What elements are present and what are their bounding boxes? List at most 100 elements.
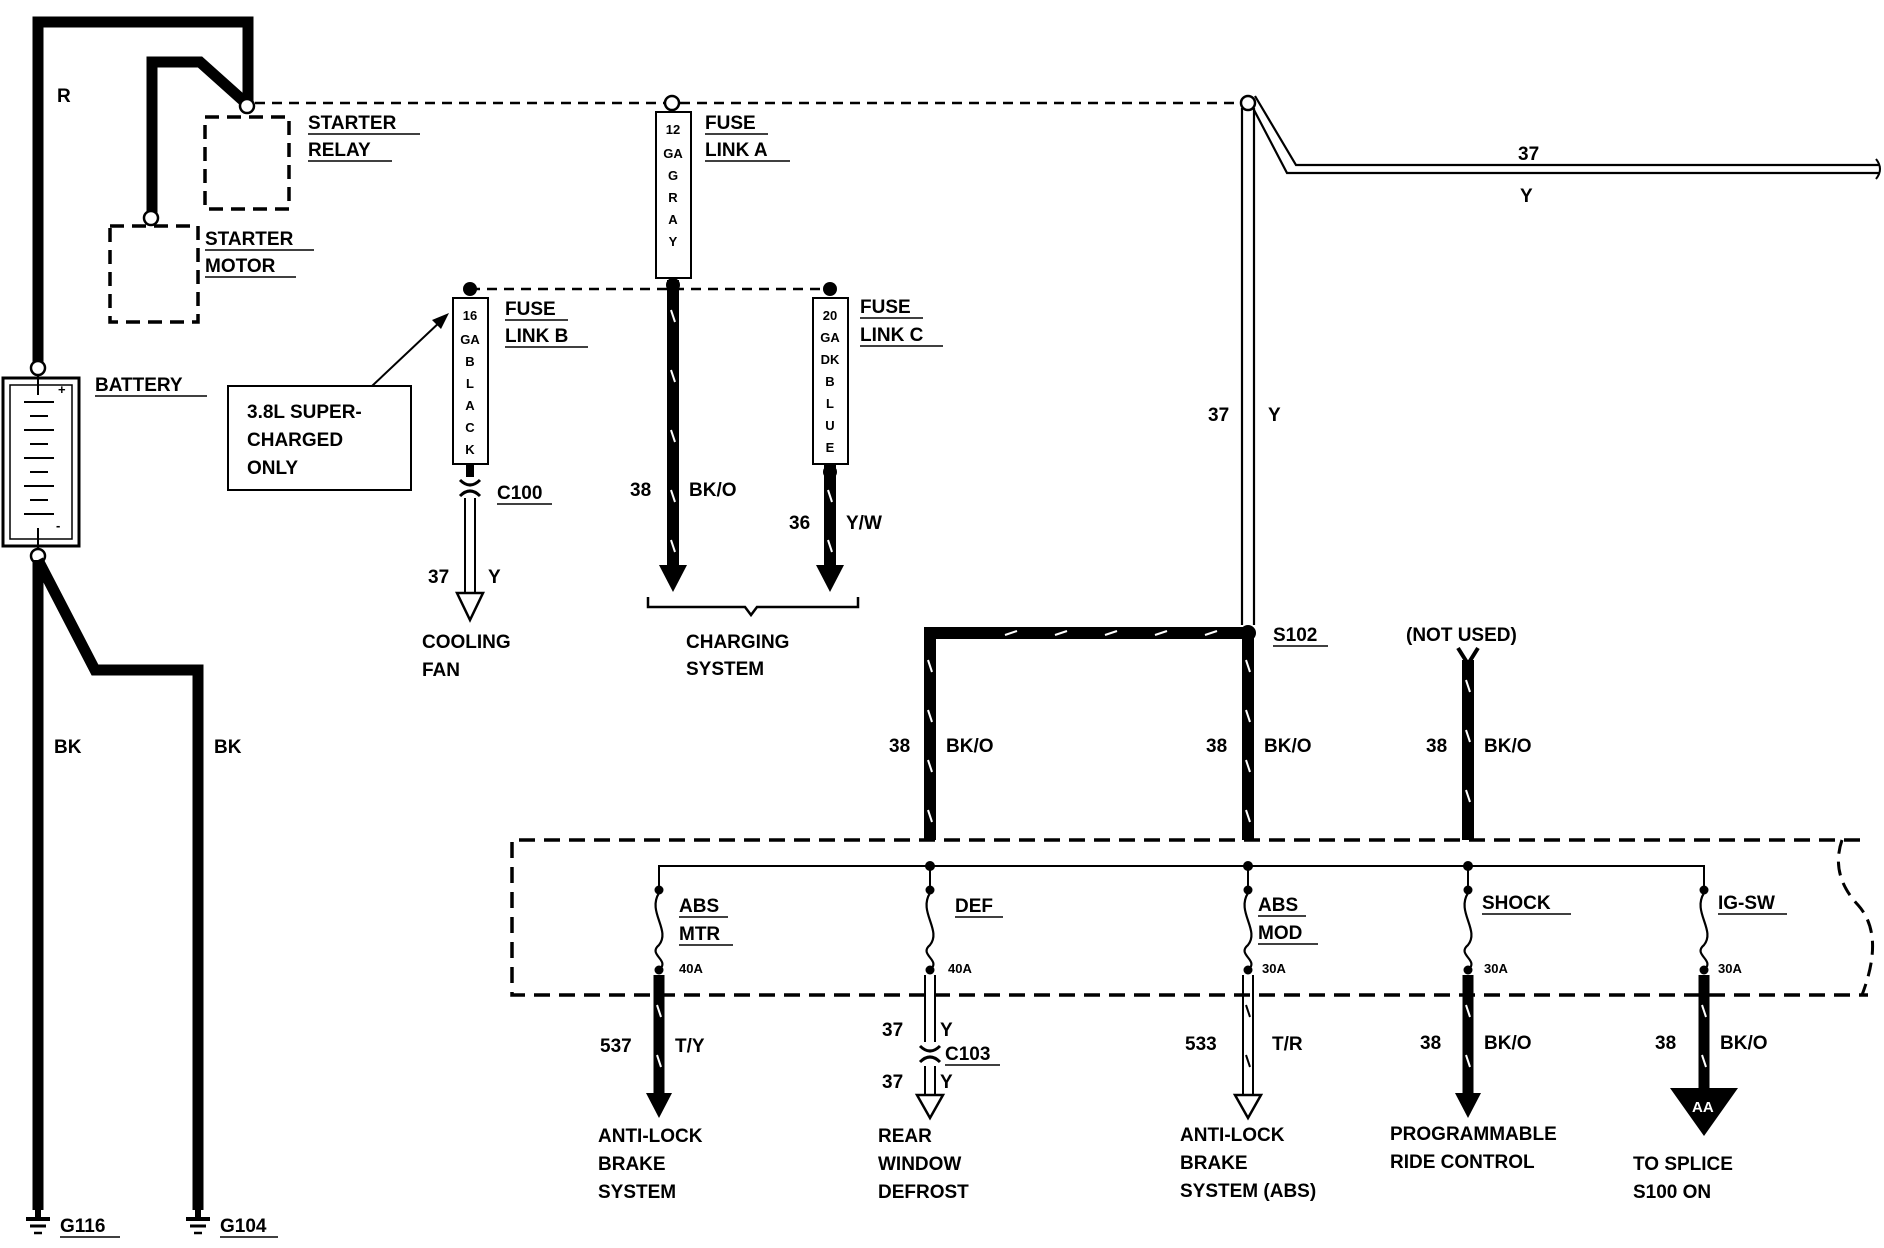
fuse-ig-sw-label: IG-SW — [1718, 893, 1775, 914]
note-leader — [371, 319, 443, 387]
battery-plus-sign: + — [58, 382, 66, 397]
battery-positive-cable — [32, 16, 254, 368]
ride-control-dest-1: PROGRAMMABLE — [1390, 1124, 1557, 1145]
starter-relay-label-1: STARTER — [308, 113, 397, 134]
charging-36-circuit: 36 — [789, 513, 810, 534]
fuse-link-a-label-1: FUSE — [705, 113, 756, 134]
starter-relay-label-2: RELAY — [308, 140, 371, 161]
wire-38-ride-circuit: 38 — [1420, 1033, 1441, 1054]
bus-node-fuse-a — [663, 94, 681, 112]
wire-537-color: T/Y — [675, 1036, 705, 1057]
cooling-fan-arrow — [455, 591, 485, 623]
fuse-abs-mod — [1243, 866, 1253, 975]
note-arrowhead — [432, 313, 449, 329]
fuse-link-b-label-1: FUSE — [505, 299, 556, 320]
svg-text:G: G — [668, 168, 678, 183]
svg-text:R: R — [668, 190, 678, 205]
svg-text:Y: Y — [669, 234, 678, 249]
wire-38-to-def — [924, 627, 1244, 840]
fuse-box — [510, 838, 1868, 997]
wire-37-right — [1252, 107, 1880, 175]
fuse-box-bus — [658, 865, 1705, 890]
starter-relay-terminal — [238, 97, 256, 115]
cooling-fan-circuit: 37 — [428, 567, 449, 588]
fuse-def-label: DEF — [955, 896, 993, 917]
wire-38-def-color: BK/O — [946, 736, 994, 757]
svg-text:U: U — [825, 418, 834, 433]
fuse-link-a-spec: 12 GA G R A Y — [663, 122, 683, 249]
starter-motor — [108, 224, 200, 324]
svg-text:GA: GA — [663, 146, 683, 161]
svg-text:L: L — [826, 396, 834, 411]
fuse-shock-rating: 30A — [1484, 961, 1508, 976]
starter-motor-terminal — [142, 209, 160, 227]
fuse-link-c-label-2: LINK C — [860, 325, 924, 346]
cooling-fan-label-1: COOLING — [422, 632, 511, 653]
bus-node-fuse-c — [823, 282, 837, 296]
cooling-fan-color: Y — [488, 567, 501, 588]
svg-text:A: A — [465, 398, 475, 413]
note-line-1: 3.8L SUPER- — [247, 402, 362, 423]
svg-text:16: 16 — [463, 308, 477, 323]
fuse-link-b — [452, 297, 489, 465]
fuse-shock — [1463, 866, 1473, 975]
svg-text:12: 12 — [666, 122, 680, 137]
fuse-link-a — [655, 111, 692, 279]
fuse-link-b-spec: 16 GA B L A C K — [460, 308, 480, 457]
bus-node-fuse-b — [463, 282, 477, 296]
wire-38-s102-circuit: 38 — [1206, 736, 1227, 757]
battery-minus-sign: - — [56, 518, 60, 533]
wire-37-down-color: Y — [1268, 405, 1281, 426]
defrost-dest-1: REAR — [878, 1126, 932, 1147]
fuse-shock-label: SHOCK — [1482, 893, 1551, 914]
starter-motor-label-1: STARTER — [205, 229, 294, 250]
fuse-link-a-label-2: LINK A — [705, 140, 768, 161]
wire-color-bk-1: BK — [54, 737, 82, 758]
wire-37-right-color: Y — [1520, 186, 1533, 207]
battery-cells — [24, 401, 54, 515]
battery-label: BATTERY — [95, 375, 183, 396]
fuse-abs-mod-rating: 30A — [1262, 961, 1286, 976]
ground-symbol-g104 — [186, 1208, 210, 1235]
fuse-abs-mtr-label-1: ABS — [679, 896, 719, 917]
splice-dest-1: TO SPLICE — [1633, 1154, 1733, 1175]
svg-text:DK: DK — [821, 352, 840, 367]
wire-38-splice-circuit: 38 — [1655, 1033, 1676, 1054]
svg-text:20: 20 — [823, 308, 837, 323]
fuse-link-c-spec: 20 GA DK B L U E — [820, 308, 840, 455]
fuse-link-b-label-2: LINK B — [505, 326, 568, 347]
splice-arrow — [1670, 1088, 1738, 1136]
not-used-label: (NOT USED) — [1406, 625, 1517, 646]
wire-533-circuit: 533 — [1185, 1034, 1217, 1055]
defrost-circuit-2: 37 — [882, 1072, 903, 1093]
fuse-ig-sw — [1699, 885, 1709, 975]
svg-text:E: E — [826, 440, 835, 455]
wire-38-s102-color: BK/O — [1264, 736, 1312, 757]
fuse-abs-mtr — [654, 885, 664, 975]
fuse-abs-mtr-rating: 40A — [679, 961, 703, 976]
wire-color-r: R — [57, 86, 71, 107]
defrost-arrow — [914, 1093, 946, 1121]
splice-s102-label: S102 — [1273, 625, 1317, 646]
connector-c103-label: C103 — [945, 1044, 990, 1065]
svg-text:GA: GA — [820, 330, 840, 345]
connector-c103 — [918, 1044, 942, 1064]
wire-color-bk-2: BK — [214, 737, 242, 758]
abs-module-dest-2: BRAKE — [1180, 1153, 1248, 1174]
ground-cable-g104 — [33, 557, 204, 1210]
bus-node-right — [1239, 94, 1257, 112]
note-line-3: ONLY — [247, 458, 298, 479]
cooling-fan-label-2: FAN — [422, 660, 460, 681]
ground-label-g116: G116 — [60, 1216, 105, 1237]
wire-38-not-used-color: BK/O — [1484, 736, 1532, 757]
note-box — [227, 385, 412, 491]
wire-38-splice-color: BK/O — [1720, 1033, 1768, 1054]
wire-537-circuit: 537 — [600, 1036, 632, 1057]
splice-symbol: AA — [1692, 1099, 1714, 1116]
splice-dest-2: S100 ON — [1633, 1182, 1711, 1203]
fuse-link-c — [812, 297, 849, 465]
battery — [1, 376, 81, 548]
ground-label-g104: G104 — [220, 1216, 267, 1237]
defrost-circuit-1: 37 — [882, 1020, 903, 1041]
